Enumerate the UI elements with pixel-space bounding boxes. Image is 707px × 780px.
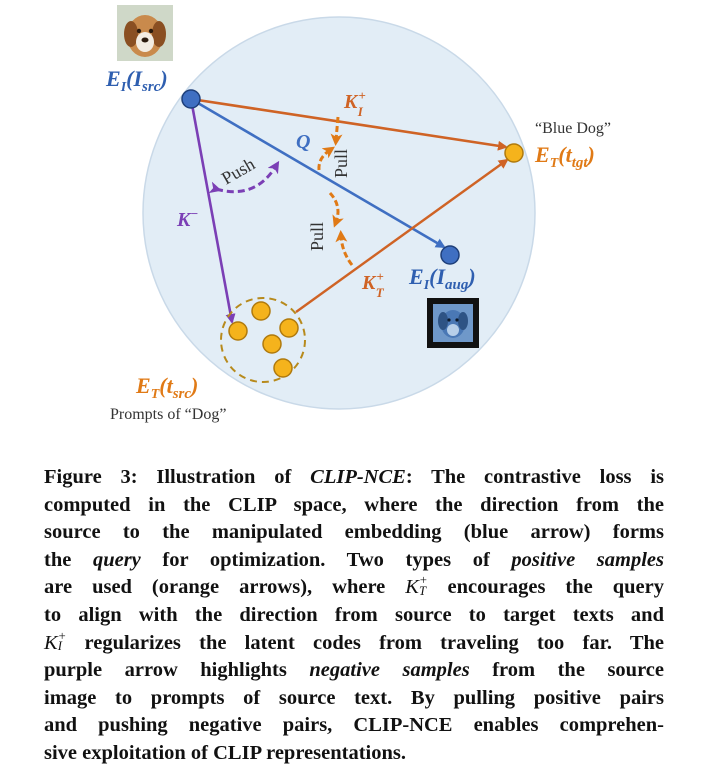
pull-arrow-top-up xyxy=(317,146,335,171)
source-text-prompt: Prompts of “Dog” xyxy=(110,406,226,423)
source-text-point xyxy=(279,318,299,338)
positive-text-arrow xyxy=(295,158,509,313)
target-text-point xyxy=(504,143,524,163)
caption-line: and pushing negative pairs, CLIP-NCE ena… xyxy=(44,714,664,737)
push-arc xyxy=(208,160,280,194)
clip-nce-diagram: EI(Isrc) “Blue Dog” ET(ttgt) EI(Iaug) ET… xyxy=(105,5,611,423)
positive-image-label: K+I xyxy=(343,88,366,119)
source-text-point xyxy=(262,334,282,354)
caption-line: source to the manipulated embedding (blu… xyxy=(44,521,664,544)
pull-arrow-mid-down xyxy=(328,191,344,228)
caption-line: to align with the direction from source … xyxy=(44,603,664,626)
caption-line: image to prompts of source text. By pull… xyxy=(44,686,664,709)
pull-label-mid: Pull xyxy=(307,222,327,251)
caption-line: sive exploitation of CLIP representation… xyxy=(44,741,406,764)
source-prompts-cluster xyxy=(220,297,306,383)
augmented-image-point xyxy=(440,245,460,265)
caption-line: computed in the CLIP space, where the di… xyxy=(44,493,664,516)
figure-caption: Figure 3: Illustration of CLIP-NCE: The … xyxy=(44,464,664,768)
pull-arrow-mid-up xyxy=(335,230,354,266)
positive-text-label: K+T xyxy=(361,269,385,300)
pull-label-top: Pull xyxy=(331,149,351,178)
caption-line: K+I regularizes the latent codes from tr… xyxy=(44,628,664,654)
negative-arrow xyxy=(189,98,236,324)
source-text-point xyxy=(273,358,293,378)
positive-image-arrow xyxy=(190,97,508,151)
target-text-embedding-label: ET(ttgt) xyxy=(534,142,595,171)
query-label: Q xyxy=(296,131,310,153)
source-text-point xyxy=(228,321,248,341)
augmented-dog-image-icon xyxy=(427,298,479,348)
pull-arrow-top-down xyxy=(330,116,343,146)
source-dog-image-icon xyxy=(117,5,173,61)
k-t-plus-symbol: K+T xyxy=(405,573,428,599)
caption-line: purple arrow highlights negative samples… xyxy=(44,659,664,682)
k-i-plus-symbol: K+I xyxy=(44,628,67,654)
caption-line: Figure 3: Illustration of CLIP-NCE: The … xyxy=(44,466,664,488)
source-image-embedding-label: EI(Isrc) xyxy=(105,66,168,95)
query-arrow xyxy=(190,97,446,249)
source-text-point xyxy=(251,301,271,321)
caption-line: are used (orange arrows), where K+T enco… xyxy=(44,573,664,599)
caption-line: the query for optimization. Two types of… xyxy=(44,548,664,571)
source-text-embedding-label: ET(tsrc) xyxy=(135,373,198,402)
source-image-point xyxy=(181,89,201,109)
target-text-prompt: “Blue Dog” xyxy=(535,120,611,137)
